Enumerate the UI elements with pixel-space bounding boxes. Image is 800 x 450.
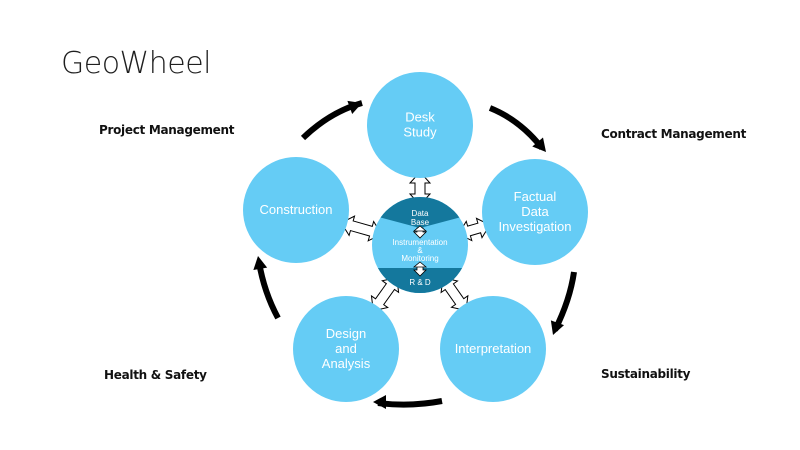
hub-inner-arrowhead-top — [412, 225, 428, 232]
arrowhead-icon — [532, 137, 546, 152]
node-circle — [367, 72, 473, 178]
label-sustainability: Sustainability — [601, 367, 691, 381]
node-label: Analysis — [322, 356, 371, 371]
hub-circle: Data Base Instrumentation & Monitoring R… — [372, 197, 468, 293]
node-circle — [440, 296, 546, 402]
hub-label-data: Data — [412, 209, 429, 218]
hub-inner-arrowhead-bottom — [412, 261, 428, 268]
hub-label-base: Base — [411, 218, 430, 227]
node-label: Data — [521, 204, 549, 219]
arrowhead-icon — [373, 395, 386, 409]
node-circle — [243, 157, 349, 263]
node-label: Factual — [514, 189, 557, 204]
arrowhead-icon — [347, 100, 362, 115]
arrowhead-icon — [253, 256, 268, 271]
cycle-arrow — [488, 105, 546, 152]
node-label: Interpretation — [455, 341, 532, 356]
hub-label-monitoring: Monitoring — [401, 254, 438, 263]
cycle-arrow — [373, 395, 443, 409]
node-interpretation: Interpretation — [440, 296, 546, 402]
hub-label-rd: R & D — [409, 278, 431, 287]
node-label: Construction — [260, 202, 333, 217]
node-construction: Construction — [243, 157, 349, 263]
label-project-management: Project Management — [99, 123, 235, 137]
page-title: GeoWheel — [61, 46, 211, 81]
node-group: DeskStudyFactualDataInvestigationInterpr… — [243, 72, 588, 402]
node-label: Investigation — [499, 219, 572, 234]
hub-label-instrumentation: Instrumentation — [392, 238, 447, 247]
node-label: Desk — [405, 110, 435, 125]
cycle-arrow — [550, 271, 577, 335]
cycle-arrow — [300, 100, 363, 141]
node-circle — [293, 296, 399, 402]
node-label: Design — [326, 326, 366, 341]
label-contract-management: Contract Management — [601, 127, 747, 141]
node-circle — [482, 159, 588, 265]
cycle-arrow — [253, 256, 281, 320]
arrowhead-icon — [550, 320, 565, 335]
hub-label-amp: & — [417, 246, 423, 255]
label-health-safety: Health & Safety — [104, 368, 207, 382]
connectors — [340, 171, 491, 312]
node-label: Study — [403, 125, 437, 140]
cycle-arrows — [253, 100, 577, 409]
node-label: and — [335, 341, 357, 356]
